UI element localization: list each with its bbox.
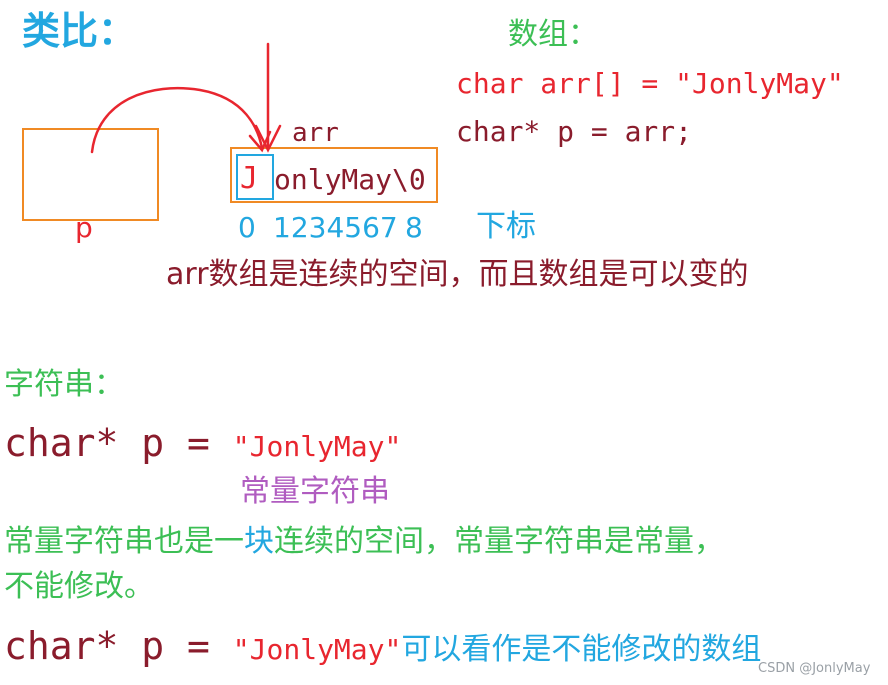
const-string-note-line1: 常量字符串也是一块连续的空间，常量字符串是常量， xyxy=(4,527,724,557)
index-last: 8 xyxy=(405,211,423,244)
const-string-label: 常量字符串 xyxy=(240,474,390,509)
arr-note: arr数组是连续的空间，而且数组是可以变的 xyxy=(166,257,749,292)
array-box xyxy=(230,147,438,203)
code-line-array-declaration: char arr[] = "JonlyMay" xyxy=(456,67,844,100)
array-first-char: J xyxy=(240,161,259,196)
first-element-box xyxy=(236,154,274,200)
arr-label: arr xyxy=(292,118,339,148)
string-code-prefix: char* p = xyxy=(4,421,233,465)
pointer-label: p xyxy=(75,211,93,244)
string-code-line: char* p = "JonlyMay" xyxy=(4,424,401,462)
note-part1: 常量字符串也是一 xyxy=(4,524,244,559)
readonly-code-prefix: char* p = xyxy=(4,624,233,668)
index-middle: 1234567 xyxy=(273,211,398,244)
readonly-array-line: char* p = "JonlyMay"可以看作是不能修改的数组 xyxy=(4,627,761,665)
readonly-note: 可以看作是不能修改的数组 xyxy=(401,632,762,667)
index-first: 0 xyxy=(238,211,256,244)
strings-title: 字符串： xyxy=(4,367,124,402)
const-string-note-line2: 不能修改。 xyxy=(4,569,154,604)
note-part2: 连续的空间，常量字符串是常量， xyxy=(274,524,724,559)
string-code-literal: "JonlyMay" xyxy=(232,430,402,463)
watermark: CSDN @JonlyMay xyxy=(758,661,871,676)
array-rest-chars: onlyMay\0 xyxy=(274,163,426,196)
readonly-code-literal: "JonlyMay" xyxy=(232,633,402,666)
analogy-title: 类比： xyxy=(22,9,137,53)
code-line-pointer-assignment: char* p = arr; xyxy=(456,115,693,148)
array-label: 数组： xyxy=(508,17,598,52)
note-highlight: 块 xyxy=(244,524,274,559)
pointer-box xyxy=(22,128,159,221)
index-label: 下标 xyxy=(476,209,536,244)
